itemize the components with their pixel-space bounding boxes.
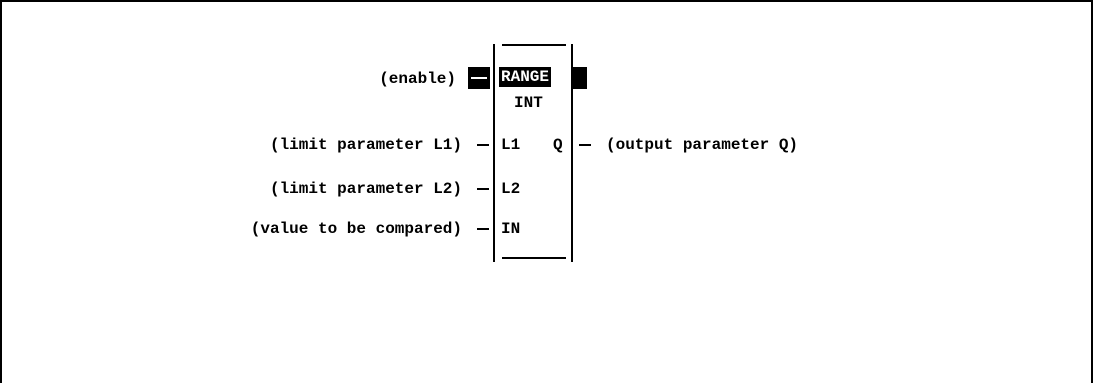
block-left-edge: [493, 44, 495, 262]
input-l2-pin: L2: [501, 180, 521, 198]
block-name-label: RANGE: [499, 67, 552, 87]
enable-output-box: [571, 67, 587, 89]
enable-dash: [471, 77, 487, 79]
enable-label: (enable): [379, 70, 456, 88]
input-l1-wire: [477, 144, 489, 146]
output-q-pin: Q: [553, 136, 563, 154]
input-in-pin: IN: [501, 220, 521, 238]
output-q-wire: [579, 144, 591, 146]
input-in-wire: [477, 228, 489, 230]
input-l2-wire: [477, 188, 489, 190]
block-type-label: INT: [514, 94, 543, 112]
input-l1-label: (limit parameter L1): [269, 136, 462, 154]
block-right-edge: [571, 44, 573, 262]
block-top-edge: [502, 44, 566, 46]
output-q-label: (output parameter Q): [606, 136, 799, 154]
block-bottom-edge: [502, 257, 566, 259]
input-l2-label: (limit parameter L2): [269, 180, 462, 198]
input-in-label: (value to be compared): [250, 220, 462, 238]
input-l1-pin: L1: [501, 136, 521, 154]
